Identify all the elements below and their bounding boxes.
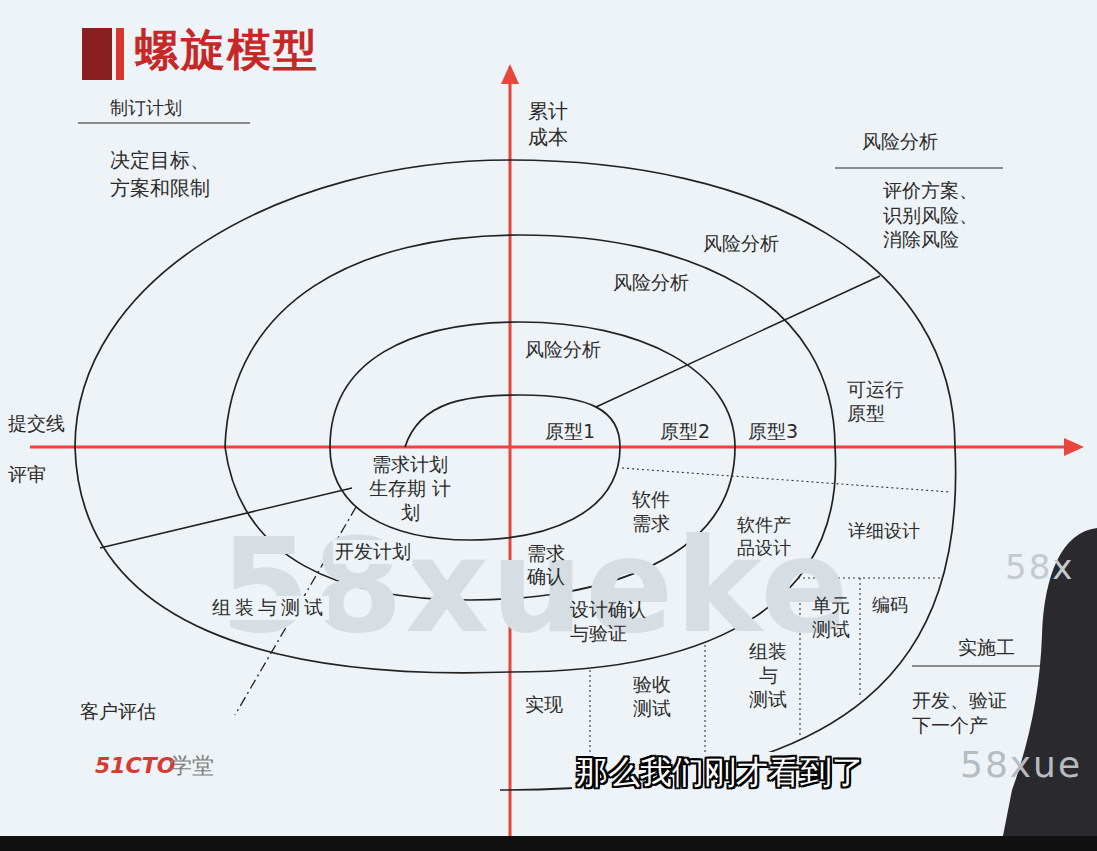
axis-arrowhead [1064,438,1084,456]
phase-label: 组装 与 测试 [748,640,788,711]
quadrant-heading: 实施工 [958,636,1015,660]
phase-label: 需求计划 生存期 计划 [368,453,452,524]
watermark: 58x [1005,546,1074,589]
phase-label: 软件 需求 [632,488,674,536]
prototype-label: 原型3 [748,420,798,444]
axis-label: 累计 成本 [528,98,570,150]
phase-label: 编码 [872,594,908,617]
phase-label: 实现 [525,693,563,717]
video-subtitle: 那么我们刚才看到了 [572,752,868,792]
horizontal-axis [30,446,1068,449]
logo-text: 学堂 [170,752,214,780]
title-bar [116,28,124,80]
axis-arrowhead [501,64,519,84]
quadrant-line [596,276,880,407]
cost-axis [509,80,512,838]
dotted-line [622,468,950,492]
prototype-label: 原型1 [545,420,595,444]
axis-label: 提交线 [8,412,65,436]
header-rule [78,122,250,123]
watermark: 58xue [960,742,1082,787]
dotted-line [859,578,860,697]
header-rule [835,167,1003,168]
header-rule [912,665,1040,666]
title-bar [82,28,112,80]
quadrant-heading: 制订计划 [110,97,182,120]
phase-label: 风险分析 [613,271,689,295]
quadrant-heading: 客户评估 [80,700,156,724]
prototype-label: 原型2 [660,420,710,444]
quadrant-note: 决定目标、 方案和限制 [110,146,216,202]
quadrant-note: 评价方案、 识别风险、 消除风险 [883,178,983,252]
phase-label: 软件产 品设计 [737,513,793,560]
phase-label: 详细设计 [848,520,920,543]
phase-label: 风险分析 [703,232,779,256]
spiral-curve [75,160,956,790]
axis-label: 评审 [8,463,46,487]
phase-label: 开发计划 [333,540,413,564]
phase-label: 单元 测试 [812,594,852,642]
phase-label: 设计确认 与验证 [570,598,650,646]
phase-label: 可运行 原型 [847,378,907,426]
phase-label: 风险分析 [525,338,601,362]
phase-label: 组装与测试 [210,596,329,620]
video-bar [0,836,1097,851]
phase-label: 验收 测试 [633,673,673,721]
quadrant-note: 开发、验证 下一个产 [912,688,1012,737]
presenter-silhouette [1000,528,1097,851]
slide-title: 螺旋模型 [135,22,319,77]
phase-label: 需求 确认 [527,542,569,588]
quadrant-heading: 风险分析 [862,130,938,154]
logo-text: 51CTO [95,752,175,780]
